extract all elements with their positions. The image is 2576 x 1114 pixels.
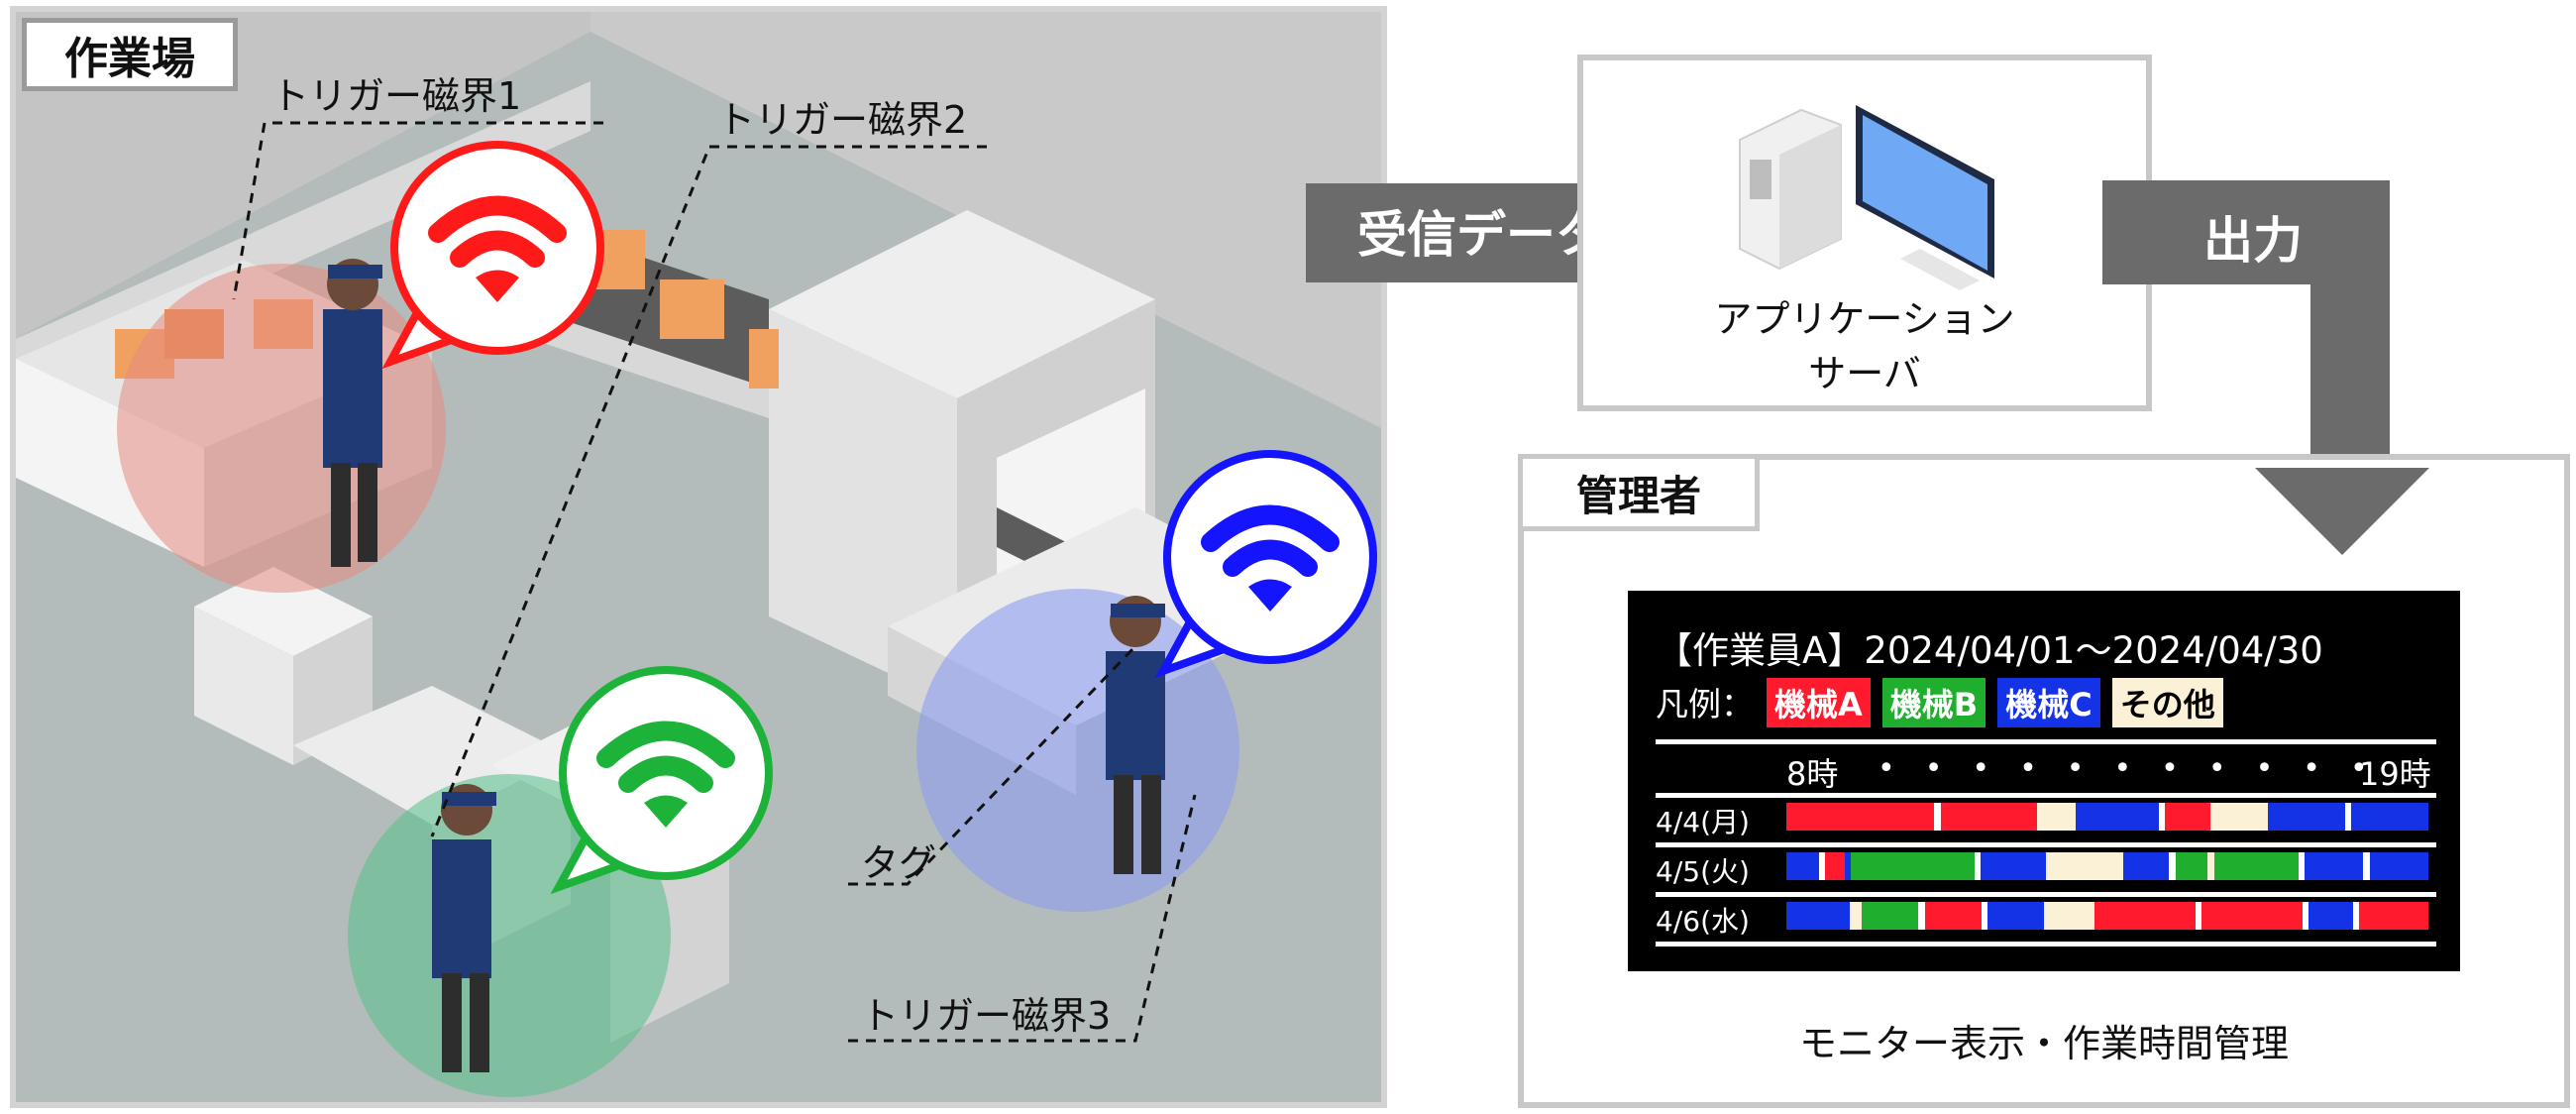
- timeline-segment: [2267, 803, 2345, 831]
- row-divider-0: [1656, 842, 2436, 847]
- timeline-segment: [1825, 852, 1845, 880]
- timeline-segment: [2094, 902, 2196, 930]
- workplace-panel: 作業場 トリガー磁界1 トリガー磁界2 タグ トリガー磁界3: [10, 6, 1387, 1108]
- timeline-segment: [2044, 902, 2095, 930]
- wifi-signal-red-icon: [381, 141, 604, 370]
- timeline-segment: [1981, 902, 1988, 930]
- timeline-segment: [2123, 852, 2170, 880]
- timeline-segment: [2201, 902, 2303, 930]
- timeline-segment: [2207, 852, 2214, 880]
- timeline-segment: [1786, 803, 1935, 831]
- timeline-segment: [1786, 902, 1850, 930]
- row-divider-1: [1656, 892, 2436, 897]
- timeline-header-line: [1656, 793, 2436, 798]
- timeline-segment: [2363, 852, 2370, 880]
- legend-other: その他: [2111, 678, 2223, 727]
- timeline-segment: [2158, 803, 2166, 831]
- timeline-segment: [1786, 852, 1819, 880]
- application-server-box: アプリケーション サーバ: [1577, 55, 2152, 411]
- timeline-segment: [1844, 852, 1852, 880]
- trigger-field-2-label: トリガー磁界2: [717, 98, 968, 142]
- time-start-label: 8時: [1786, 755, 1839, 793]
- timeline-segment: [2298, 852, 2306, 880]
- output-label: 出力: [2203, 212, 2303, 270]
- trigger-field-1-label: トリガー磁界1: [271, 74, 522, 118]
- timeline-segment: [1924, 902, 1982, 930]
- monitor-header: 【作業員A】2024/04/01〜2024/04/30: [1656, 629, 2323, 672]
- timeline-segment: [1918, 902, 1925, 930]
- timeline-segment: [1987, 902, 2045, 930]
- timeline-segment: [2351, 803, 2428, 831]
- timeline-segment: [1940, 803, 2037, 831]
- row-label-0: 4/4(月): [1656, 806, 1750, 838]
- workplace-label: 作業場: [22, 18, 238, 91]
- timeline-segment: [1849, 902, 1863, 930]
- monitor-display: 【作業員A】2024/04/01〜2024/04/30 凡例： 機械A 機械B …: [1628, 591, 2460, 971]
- timeline-segment: [2036, 803, 2076, 831]
- timeline-segment: [2045, 852, 2124, 880]
- legend-machine-b: 機械B: [1881, 678, 1986, 727]
- timeline-segment: [1981, 852, 2046, 880]
- wifi-signal-green-icon: [550, 666, 773, 895]
- tag-label: タグ: [861, 841, 937, 885]
- row-label-1: 4/5(火): [1656, 855, 1750, 888]
- timeline-segment: [2369, 852, 2428, 880]
- timeline-segment: [1862, 902, 1919, 930]
- timeline-segment: [2305, 852, 2364, 880]
- timeline-bar-2: [1786, 902, 2428, 930]
- timeline-segment: [2165, 803, 2210, 831]
- legend-title: 凡例：: [1656, 685, 1754, 724]
- legend-machine-a: 機械A: [1767, 678, 1871, 727]
- timeline-segment: [2352, 902, 2360, 930]
- timeline-top-line: [1656, 739, 2436, 744]
- timeline-segment: [2195, 902, 2202, 930]
- output-arrow-head-icon: [2255, 468, 2429, 555]
- timeline-segment: [1851, 852, 1975, 880]
- monitor-caption: モニター表示・作業時間管理: [1798, 1022, 2289, 1065]
- wifi-signal-blue-icon: [1154, 450, 1377, 679]
- row-divider-2: [1656, 942, 2436, 947]
- timeline-bar-1: [1786, 852, 2428, 880]
- timeline-segment: [2209, 803, 2268, 831]
- timeline-bar-0: [1786, 803, 2428, 831]
- legend-machine-c: 機械C: [1997, 678, 2100, 727]
- timeline-segment: [2075, 803, 2159, 831]
- timeline-segment: [2213, 852, 2299, 880]
- timeline-segment: [1818, 852, 1826, 880]
- timeline-segment: [2308, 902, 2353, 930]
- server-label-line2: サーバ: [1808, 352, 1921, 395]
- trigger-field-3-label: トリガー磁界3: [861, 994, 1112, 1038]
- server-label-line1: アプリケーション: [1714, 297, 2015, 341]
- hour-dots: •••••••••••: [1878, 751, 2398, 786]
- legend: 機械A 機械B 機械C その他: [1767, 678, 2223, 727]
- row-label-2: 4/6(水): [1656, 905, 1750, 938]
- timeline-segment: [1974, 852, 1982, 880]
- timeline-segment: [2169, 852, 2176, 880]
- server-computer-icon: [1739, 105, 1994, 290]
- timeline-segment: [2175, 852, 2208, 880]
- manager-label: 管理者: [1518, 454, 1760, 531]
- timeline-segment: [2359, 902, 2428, 930]
- time-end-label: 19時: [2359, 755, 2431, 793]
- timeline-segment: [1934, 803, 1941, 831]
- timeline-segment: [2344, 803, 2352, 831]
- receive-data-label: 受信データ: [1357, 206, 1605, 264]
- timeline-segment: [2302, 902, 2309, 930]
